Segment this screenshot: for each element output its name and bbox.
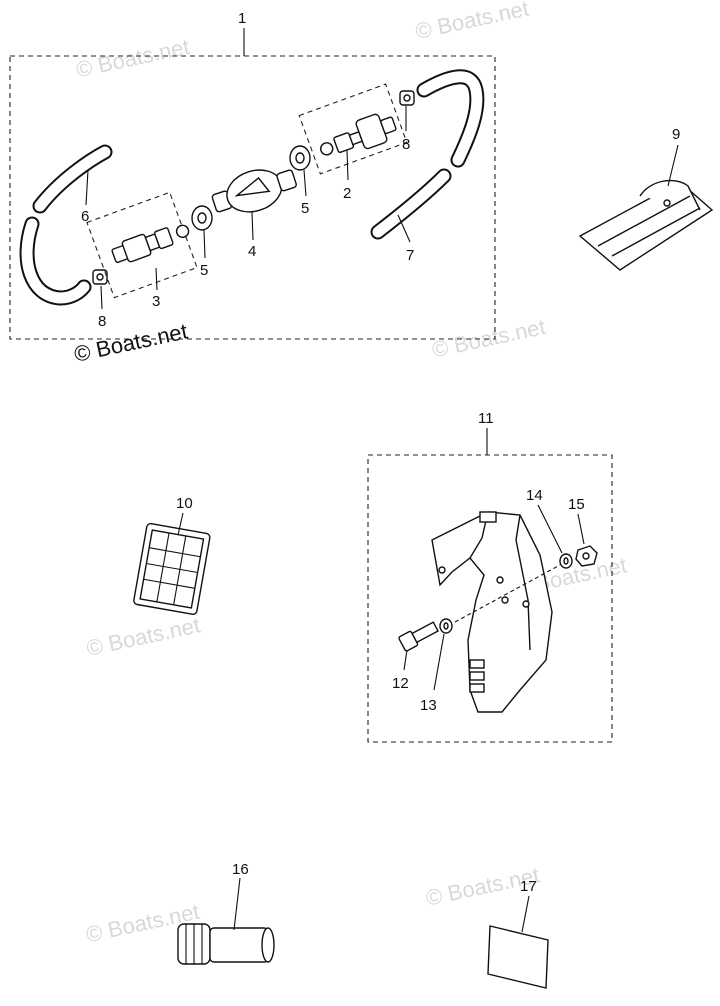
callout-13: 13: [420, 697, 437, 714]
leader-4: [251, 211, 254, 241]
leader-5-left: [203, 229, 206, 259]
leader-12: [403, 649, 408, 671]
primer-bulb-4: [211, 169, 297, 213]
washer-14: [559, 553, 573, 569]
leader-14: [537, 504, 563, 554]
callout-1: 1: [238, 10, 246, 27]
nut-15: [575, 545, 598, 567]
bracket-kit-box: [367, 454, 613, 743]
ring-5-right: [289, 145, 311, 171]
connector-2-box: [298, 83, 408, 175]
leader-9: [667, 144, 679, 187]
callout-15: 15: [568, 496, 585, 513]
ring-5-left: [191, 205, 213, 231]
callout-7: 7: [406, 247, 414, 264]
callout-4: 4: [248, 243, 256, 260]
callout-10: 10: [176, 495, 193, 512]
callout-14: 14: [526, 487, 543, 504]
watermark-2: © Boats.net: [413, 0, 531, 44]
callout-6: 6: [81, 208, 89, 225]
leader-3: [155, 267, 158, 291]
callout-12: 12: [392, 675, 409, 692]
leader-16: [233, 877, 241, 931]
leader-17: [521, 895, 530, 933]
callout-8-right: 8: [402, 136, 410, 153]
callout-3: 3: [152, 293, 160, 310]
card-17: [487, 925, 549, 989]
fuel-line-kit-box: [9, 55, 496, 340]
leader-15: [577, 513, 585, 545]
callout-9: 9: [672, 126, 680, 143]
callout-16: 16: [232, 861, 249, 878]
leader-7: [397, 214, 411, 243]
watermark-1: © Boats.net: [74, 34, 192, 82]
watermark-4: © Boats.net: [84, 612, 202, 660]
hose-7: [370, 69, 485, 240]
bracket-11: [431, 511, 553, 713]
decal-10: [133, 522, 211, 615]
leader-6: [85, 169, 89, 206]
washer-13: [439, 618, 453, 634]
callout-5-left: 5: [200, 262, 208, 279]
callout-11: 11: [478, 410, 494, 427]
leader-8-left: [100, 285, 103, 310]
callout-8-left: 8: [98, 313, 106, 330]
connector-3: [111, 224, 190, 264]
connector-2: [320, 113, 397, 156]
hose-fitting-16: [177, 923, 275, 965]
bolt-axis: [454, 564, 561, 623]
nut-8-right: [399, 90, 415, 106]
callout-17: 17: [520, 878, 537, 895]
bolt-12: [398, 621, 439, 652]
nut-8-left: [92, 269, 108, 285]
callout-5-right: 5: [301, 200, 309, 217]
tool-pouch-9: [578, 179, 714, 271]
watermark-3: © Boats.net: [430, 314, 548, 362]
hose-6: [19, 144, 113, 306]
leader-10: [177, 512, 184, 536]
leader-2: [346, 149, 349, 181]
callout-2: 2: [343, 185, 351, 202]
watermark-prominent: © Boats.net: [72, 318, 190, 366]
leader-13: [433, 633, 445, 691]
leader-5-right: [303, 169, 307, 197]
